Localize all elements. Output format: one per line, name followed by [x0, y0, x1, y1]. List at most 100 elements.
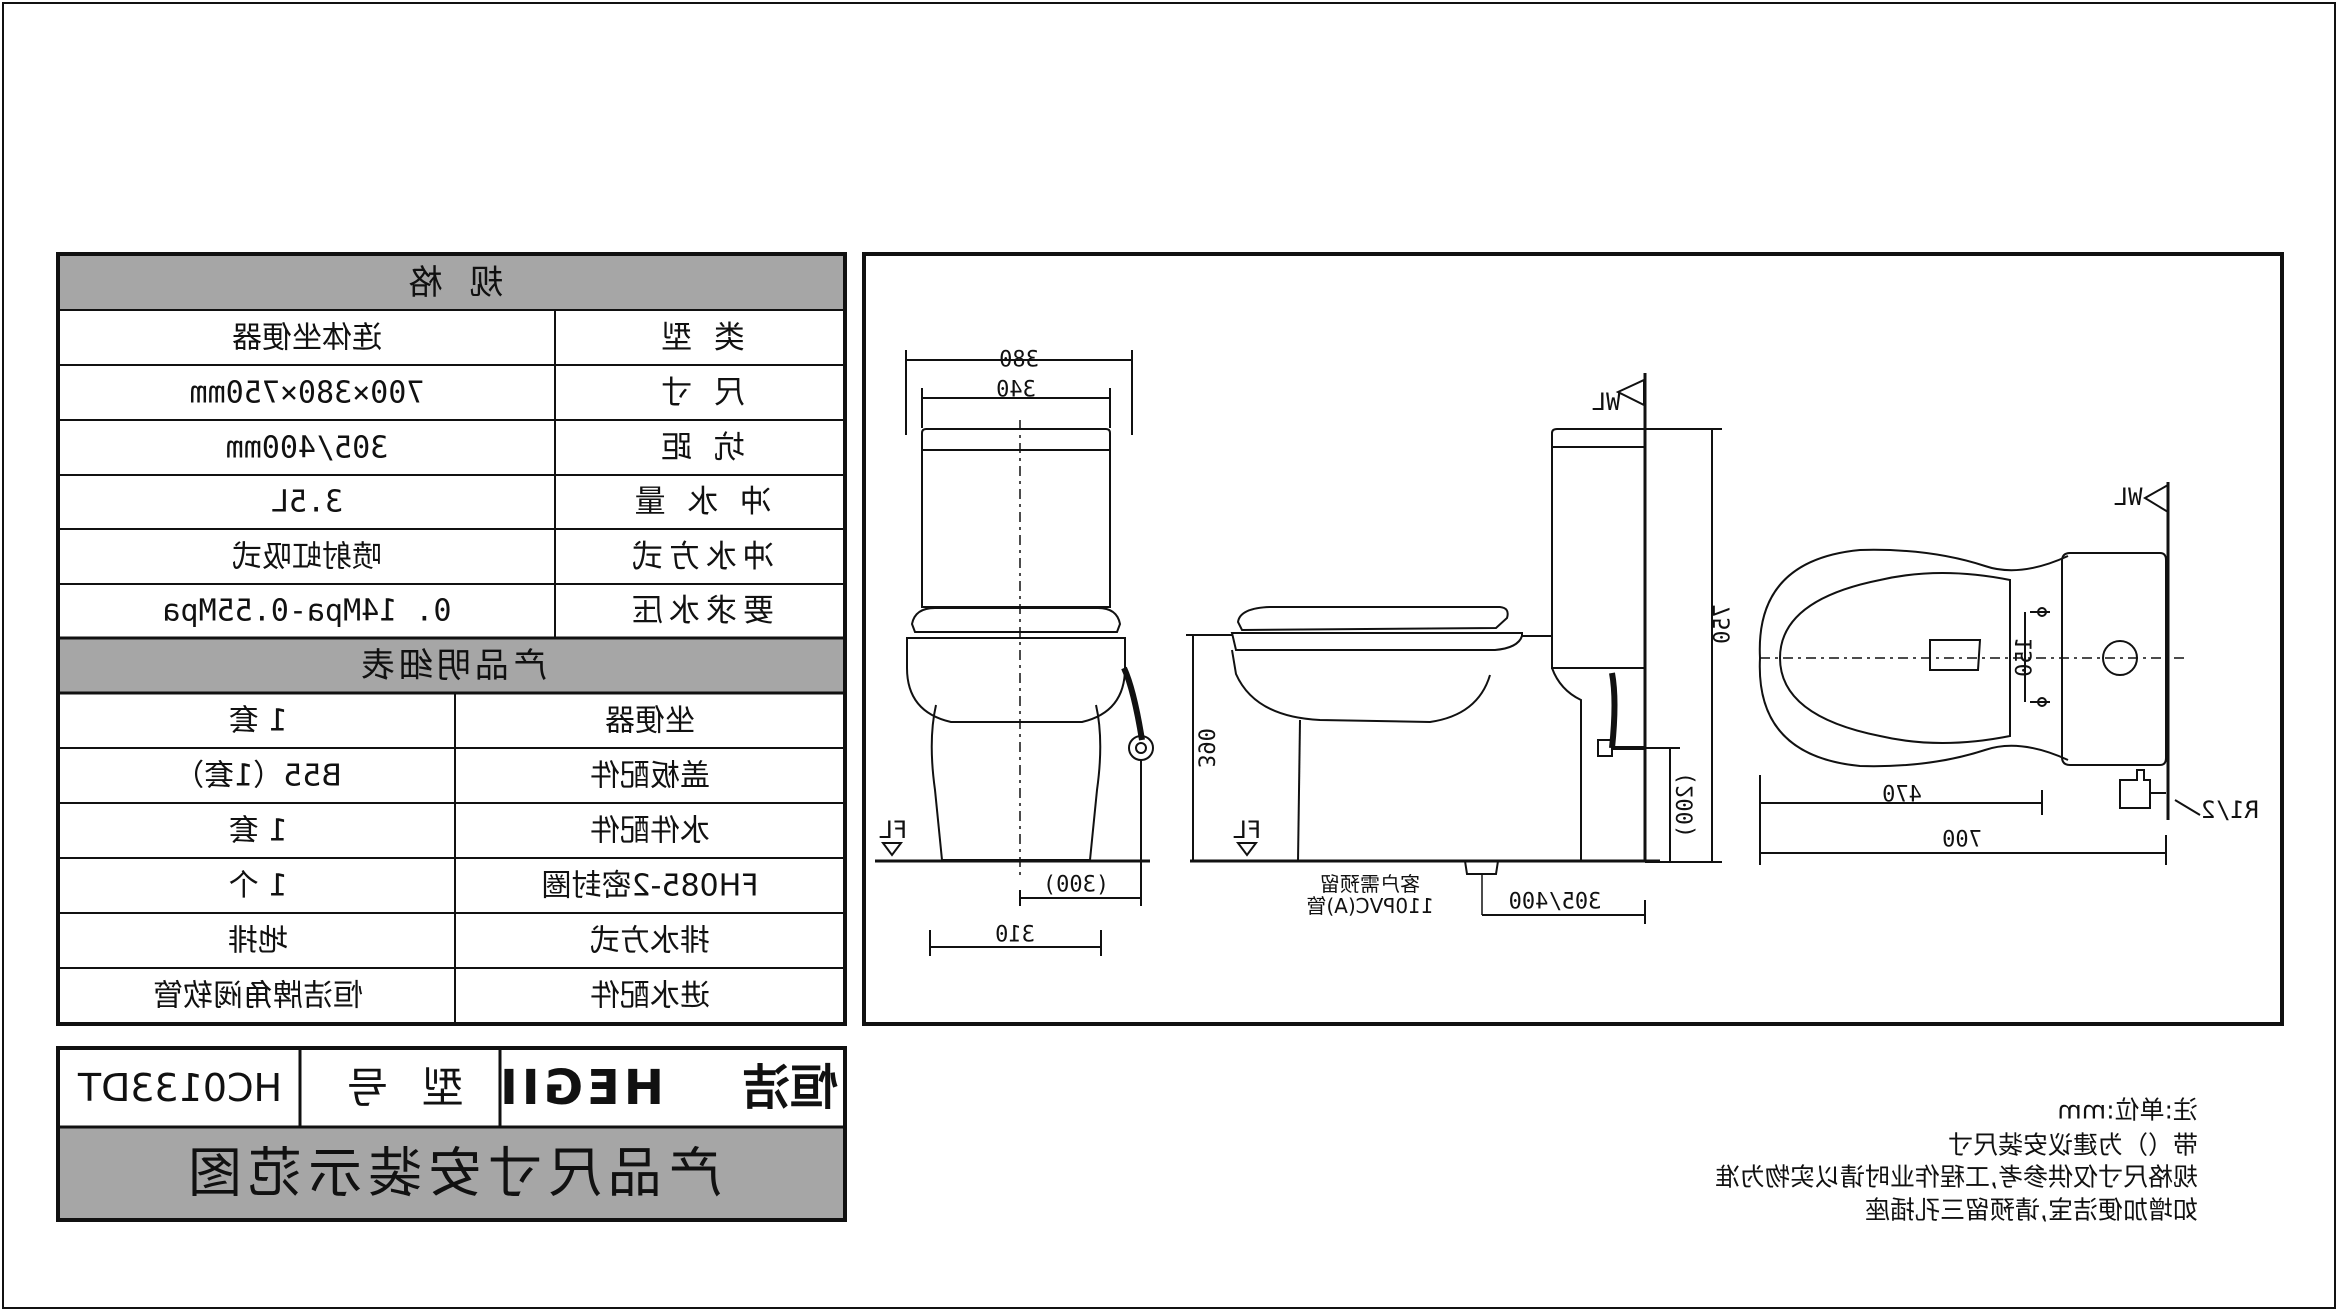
side-note-1-group: 客户需预留 — [1320, 872, 1420, 896]
tank-front — [921, 428, 1111, 608]
note-1-group: 带（）为建议安装尺寸 — [1948, 1131, 2198, 1160]
spec-value-0: 连体坐便器 — [232, 321, 382, 356]
dim-340-group: 340 — [996, 378, 1036, 403]
side-note-2-group: 110PVC(A)管 — [1306, 894, 1433, 918]
detail-label-1-group: 盖板配件 — [590, 759, 710, 794]
detail-title: 产品明细表 — [357, 646, 547, 686]
spec-label-1-group: 尺 寸 — [655, 375, 745, 411]
side-wl-label: WL — [1592, 388, 1621, 416]
brand-cn: 恒洁 — [742, 1060, 838, 1116]
top-wl-label-group: WL — [2114, 483, 2143, 511]
spec-value-5-group: 0. 14Mpa-0.55Mpa — [163, 594, 452, 629]
detail-value-4-group: 地排 — [228, 924, 288, 959]
model-label: 型 号 — [336, 1064, 463, 1113]
detail-value-2: 1 套 — [229, 814, 288, 849]
dim-300: (300) — [1043, 873, 1109, 898]
detail-label-1: 盖板配件 — [590, 759, 710, 794]
detail-label-4: 排水方式 — [590, 924, 710, 959]
detail-value-5-group: 恒洁牌角阀软管 — [153, 979, 363, 1014]
bowl-side — [1231, 649, 1491, 724]
sheet-title-group: 产品尺寸安装示范图 — [182, 1142, 722, 1205]
note-3: 如增加便洁宝,请预留三孔插座 — [1865, 1196, 2198, 1225]
dim-470-group: 470 — [1882, 783, 1922, 808]
spec-label-5: 要求水压 — [626, 593, 774, 629]
detail-label-3: FH085-2密封圈 — [542, 869, 759, 904]
side-wl-label-group: WL — [1592, 388, 1621, 416]
sheet-title-bg — [60, 1128, 843, 1218]
spec-title: 规 格 — [401, 263, 504, 303]
side-fl-label-group: FL — [1233, 816, 1262, 844]
spec-label-0-group: 类 型 — [655, 320, 745, 356]
spec-value-3-group: 3.5L — [271, 485, 343, 520]
detail-value-2-group: 1 套 — [229, 814, 288, 849]
top-wl-label: WL — [2114, 483, 2143, 511]
detail-label-2-group: 水件配件 — [590, 814, 710, 849]
detail-value-3: 1 个 — [229, 869, 288, 904]
spec-value-3: 3.5L — [271, 485, 343, 520]
note-3-group: 如增加便洁宝,请预留三孔插座 — [1865, 1196, 2198, 1225]
spec-value-5: 0. 14Mpa-0.55Mpa — [163, 594, 452, 629]
r12-label-group: R1/2 — [2201, 796, 2259, 824]
detail-value-5: 恒洁牌角阀软管 — [153, 979, 363, 1014]
detail-label-2: 水件配件 — [590, 814, 710, 849]
spec-value-0-group: 连体坐便器 — [232, 321, 382, 356]
spec-value-4: 喷射虹吸式 — [232, 540, 382, 575]
spec-value-1: 700×380×750mm — [190, 376, 425, 411]
spec-value-2-group: 305/400mm — [226, 431, 389, 466]
detail-value-1-group: B55（1套） — [174, 759, 342, 794]
sheet-title: 产品尺寸安装示范图 — [182, 1142, 722, 1205]
tank-side — [1551, 428, 1646, 669]
detail-label-5-group: 进水配件 — [590, 979, 710, 1014]
spec-value-2: 305/400mm — [226, 431, 389, 466]
spec-label-3-group: 冲 水 量 — [629, 484, 772, 520]
dim-470: 470 — [1882, 783, 1922, 808]
detail-label-5: 进水配件 — [590, 979, 710, 1014]
front-view — [875, 350, 1154, 956]
tank-top — [2061, 552, 2167, 766]
inlet-hose-side — [1609, 672, 1618, 749]
angle-valve-top — [2119, 769, 2151, 809]
top-view — [1758, 482, 2201, 865]
model-bar — [56, 1046, 847, 1222]
side-note-1: 客户需预留 — [1320, 872, 1420, 896]
specification-tables — [56, 252, 847, 1026]
dim-200-group: (200) — [1674, 772, 1699, 838]
front-floor-symbol — [881, 842, 903, 857]
note-2: 规格尺寸仅供参考,工程作业时请以实物为准 — [1715, 1163, 2198, 1192]
spec-label-5-group: 要求水压 — [626, 593, 774, 629]
detail-label-0-group: 坐便器 — [605, 704, 695, 739]
notes: 注:单位:mm 带（）为建议安装尺寸规格尺寸仅供参考,工程作业时请以实物为准如增加… — [1715, 1096, 2198, 1225]
dim-305-400-group: 305/400 — [1509, 890, 1602, 915]
side-wall-symbol — [1615, 378, 1645, 407]
spec-header-bg — [60, 256, 843, 310]
spec-label-2-group: 坑 距 — [655, 430, 745, 466]
dim-300-group: (300) — [1043, 873, 1109, 898]
spec-label-2: 坑 距 — [655, 430, 745, 466]
side-view — [1186, 373, 1722, 924]
note-0-group: 注:单位:mm — [2057, 1096, 2198, 1125]
dim-340: 340 — [996, 378, 1036, 403]
model-label-group: 型 号 — [336, 1064, 463, 1113]
dim-750-group: 750 — [1711, 604, 1736, 644]
side-note-2: 110PVC(A)管 — [1306, 894, 1433, 918]
detail-label-0: 坐便器 — [605, 704, 695, 739]
seat-side — [1230, 632, 1523, 651]
dim-700: 700 — [1942, 828, 1982, 853]
dim-150: 150 — [2013, 637, 2038, 677]
detail-label-3-group: FH085-2密封圈 — [542, 869, 759, 904]
detail-title-group: 产品明细表 — [357, 646, 547, 686]
drain-outlet-top — [1929, 639, 1982, 671]
dim-305-400: 305/400 — [1509, 890, 1602, 915]
front-fl-label-group: FL — [879, 816, 908, 844]
spec-value-1-group: 700×380×750mm — [190, 376, 425, 411]
dim-700-group: 700 — [1942, 828, 1982, 853]
r12-label: R1/2 — [2201, 796, 2259, 824]
pedestal-front — [930, 704, 1102, 861]
dim-380: 380 — [999, 348, 1039, 373]
spec-label-0: 类 型 — [655, 320, 745, 356]
spec-label-4: 冲水方式 — [626, 539, 774, 575]
dim-150-group: 150 — [2013, 637, 2038, 677]
